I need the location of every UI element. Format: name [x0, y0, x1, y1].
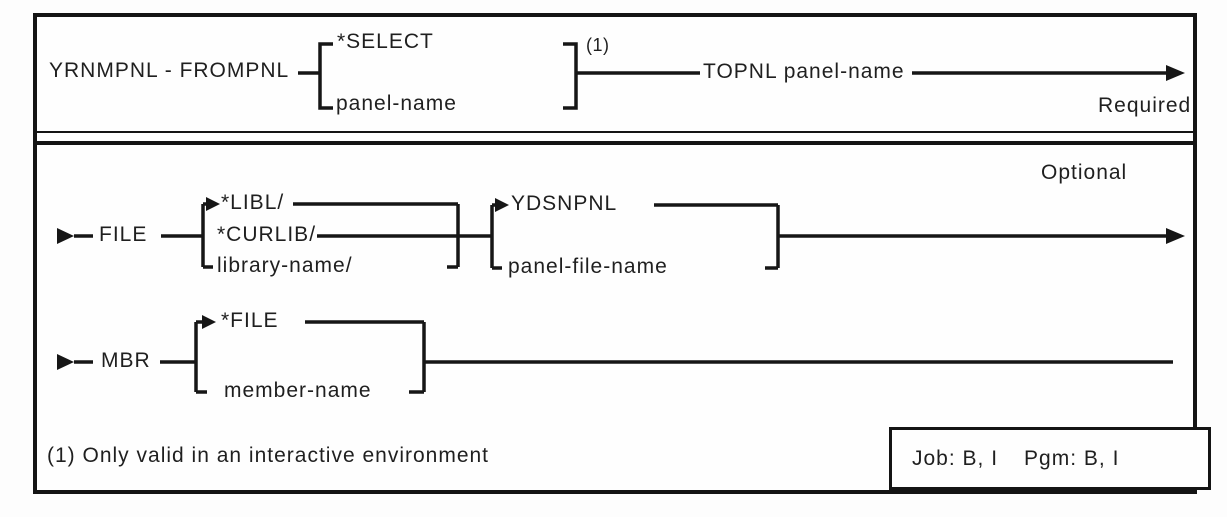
file-keyword: FILE [99, 223, 148, 246]
topnl-label: TOPNL panel-name [703, 60, 905, 83]
pgm-environments: Pgm: B, I [1024, 446, 1120, 470]
ydsnpnl-option: YDSNPNL [511, 192, 618, 215]
mbr-keyword: MBR [101, 349, 151, 372]
environment-box: Job: B, I Pgm: B, I [889, 427, 1211, 490]
file-default-option: *FILE [221, 309, 279, 332]
libl-option: *LIBL/ [221, 191, 285, 214]
member-name-option: member-name [224, 379, 372, 402]
diagram-border [33, 13, 1197, 494]
job-environments: Job: B, I [912, 446, 999, 470]
library-name-option: library-name/ [217, 254, 353, 277]
section-divider-top [37, 131, 1193, 133]
optional-label: Optional [1041, 161, 1128, 184]
frompnl-alt-option: panel-name [336, 92, 457, 115]
curlib-option: *CURLIB/ [217, 223, 317, 246]
section-divider-bottom [37, 141, 1193, 145]
required-label: Required [1098, 94, 1192, 117]
footnote-text: (1) Only valid in an interactive environ… [47, 444, 490, 467]
command-label: YRNMPNL - FROMPNL [49, 59, 290, 82]
panel-file-name-option: panel-file-name [508, 255, 668, 278]
footnote-marker: (1) [586, 35, 610, 55]
frompnl-default-option: *SELECT [337, 30, 434, 53]
